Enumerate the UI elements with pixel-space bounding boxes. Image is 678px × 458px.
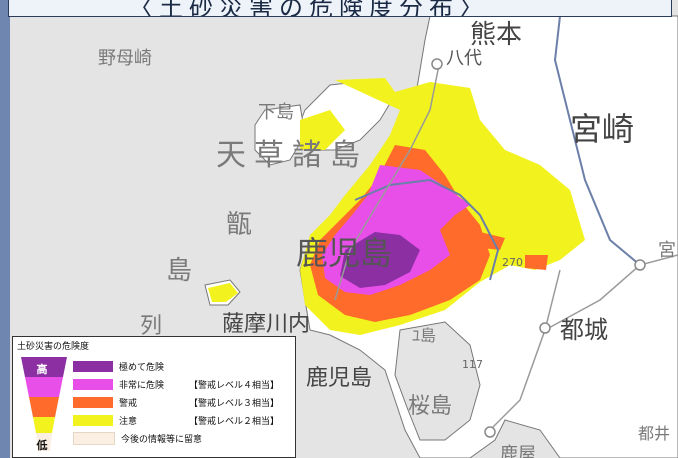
legend-desc-extreme: 極めて危険 xyxy=(119,362,165,373)
label-kagoshima-city: 鹿児島 xyxy=(306,366,373,391)
hazard-warning-east2 xyxy=(525,255,548,270)
shimojima-island xyxy=(254,104,306,166)
left-strip xyxy=(0,0,10,458)
legend-swatch-notice xyxy=(73,431,115,445)
legend-swatch-warning xyxy=(73,396,113,408)
label-kirishima: ﾕ島 xyxy=(412,326,437,345)
prefecture-border-2 xyxy=(553,15,641,266)
label-kumamoto: 熊本 xyxy=(470,20,523,50)
kinko-bay xyxy=(394,321,481,441)
legend-bar-extreme xyxy=(21,357,67,377)
prefecture-border-1 xyxy=(354,178,500,281)
legend-gradient-bar xyxy=(21,357,67,451)
label-satsumasendai: 薩摩川内 xyxy=(222,312,311,337)
legend-desc-caution: 注意 xyxy=(119,416,138,427)
route-number-117: 117 xyxy=(462,358,483,371)
road-1 xyxy=(334,59,441,301)
legend-title: 土砂災害の危険度 xyxy=(17,342,90,352)
legend-swatch-extreme xyxy=(73,360,113,372)
legend-high-label: 高 xyxy=(36,363,48,376)
label-shibushi: 都井 xyxy=(638,424,671,443)
legend-level-caution: 【警戒レベル２相当】 xyxy=(189,416,280,427)
label-sakurajima: 桜島 xyxy=(408,394,453,419)
label-retto: 列 xyxy=(140,314,163,339)
legend-swatch-very-high xyxy=(73,378,113,390)
legend-row-notice: 今後の情報等に留意 xyxy=(73,431,202,445)
legend-row-warning: 警戒 【警戒レベル３相当】 xyxy=(73,395,279,409)
marker-yatsushiro xyxy=(431,58,443,70)
map-title: 〈土砂災害の危険度分布〉 xyxy=(129,0,489,17)
label-koshiki: 甑 xyxy=(226,210,253,240)
hazard-legend: 土砂災害の危険度 高 低 極めて危険 非常に危険 【警戒レベル４相当】 警戒 【… xyxy=(12,336,296,458)
legend-swatch-caution xyxy=(73,414,113,426)
legend-desc-warning: 警戒 xyxy=(119,398,138,409)
label-kagoshima-pref: 鹿児島 xyxy=(296,234,393,272)
legend-level-very-high: 【警戒レベル４相当】 xyxy=(189,380,280,391)
label-koshiki-2: 島 xyxy=(166,256,193,286)
legend-desc-notice: 今後の情報等に留意 xyxy=(121,434,203,445)
marker-miyazaki-south xyxy=(634,259,646,271)
label-amakusa: 天草諸島 xyxy=(216,138,368,173)
label-yatsushiro: 八代 xyxy=(446,48,482,69)
legend-row-caution: 注意 【警戒レベル２相当】 xyxy=(73,413,279,427)
label-shimojima: 下島 xyxy=(258,102,294,123)
legend-row-very-high: 非常に危険 【警戒レベル４相当】 xyxy=(73,377,279,391)
label-miyazaki-south: 宮 xyxy=(658,240,676,261)
hazard-caution-amakusa xyxy=(300,110,345,150)
label-nomozaki: 野母崎 xyxy=(98,48,152,69)
legend-low-label: 低 xyxy=(36,439,48,452)
label-miyazaki: 宮崎 xyxy=(570,110,635,148)
hazard-extreme-zone xyxy=(340,232,420,288)
legend-level-warning: 【警戒レベル３相当】 xyxy=(189,398,280,409)
road-3 xyxy=(489,269,561,431)
road-2 xyxy=(544,254,678,331)
route-number-270: 270 xyxy=(502,256,523,269)
legend-bar-caution xyxy=(33,417,55,433)
label-kanoya: 鹿屋 xyxy=(500,444,536,458)
legend-bar-very-high xyxy=(25,377,63,397)
label-miyakonojo: 都城 xyxy=(560,316,608,344)
marker-miyakonojo xyxy=(539,322,551,334)
legend-desc-very-high: 非常に危険 xyxy=(119,380,165,391)
map-title-bar: 〈土砂災害の危険度分布〉 xyxy=(8,0,672,17)
legend-bar-warning xyxy=(29,397,59,417)
legend-bar-notice xyxy=(36,433,52,451)
legend-row-extreme: 極めて危険 xyxy=(73,359,189,373)
hazard-caution-koshiki xyxy=(208,283,238,302)
marker-kanoya xyxy=(484,426,496,438)
